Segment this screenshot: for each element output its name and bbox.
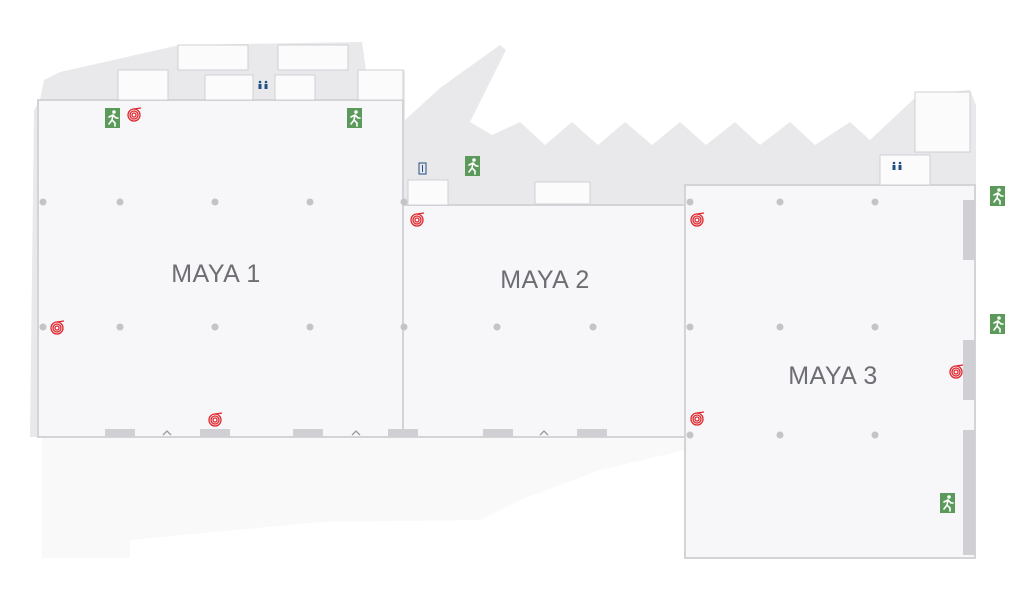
emergency-exit-icon [465, 156, 480, 176]
restroom-icon [258, 80, 268, 89]
column-icon [400, 198, 408, 206]
column-icon [871, 323, 879, 331]
column-icon [211, 323, 219, 331]
service-area-north [40, 42, 976, 205]
column-icon [493, 323, 501, 331]
chevron-up-icon [539, 430, 549, 436]
fire-hose-reel-icon [949, 364, 964, 379]
column-icon [776, 198, 784, 206]
emergency-exit-icon [940, 493, 955, 513]
hall-label-maya-2: MAYA 2 [500, 266, 590, 294]
column-icon [211, 198, 219, 206]
hall-label-maya-1: MAYA 1 [171, 260, 261, 288]
column-icon [116, 323, 124, 331]
fire-hose-reel-icon [690, 212, 705, 227]
column-icon [116, 198, 124, 206]
fire-hose-reel-icon [50, 320, 65, 335]
foyer [42, 437, 685, 558]
hall-maya-1[interactable] [37, 99, 404, 438]
fire-hose-reel-icon [127, 107, 142, 122]
hall-label-maya-3: MAYA 3 [788, 362, 878, 390]
column-icon [871, 198, 879, 206]
column-icon [306, 198, 314, 206]
fire-hose-reel-icon [410, 212, 425, 227]
column-icon [776, 323, 784, 331]
column-icon [39, 198, 47, 206]
emergency-exit-icon [990, 186, 1005, 206]
column-icon [776, 431, 784, 439]
emergency-exit-icon [347, 108, 362, 128]
column-icon [306, 323, 314, 331]
column-icon [39, 323, 47, 331]
hall-maya-2[interactable] [402, 204, 686, 438]
north-service-rooms [117, 44, 971, 206]
fire-hose-reel-icon [690, 411, 705, 426]
symbols [50, 80, 1005, 513]
restroom-icon [892, 161, 902, 170]
chevron-up-icon [162, 430, 172, 436]
chevron-up-icon [351, 430, 361, 436]
column-icon [589, 323, 597, 331]
columns [39, 198, 879, 439]
emergency-exit-icon [105, 108, 120, 128]
column-icon [686, 431, 694, 439]
fire-hose-reel-icon [208, 412, 223, 427]
emergency-exit-icon [990, 314, 1005, 334]
hall-maya-3[interactable] [684, 184, 976, 559]
column-icon [686, 323, 694, 331]
column-icon [400, 323, 408, 331]
column-icon [686, 198, 694, 206]
wall-openings [105, 200, 975, 555]
column-icon [871, 431, 879, 439]
elevator-icon [418, 162, 427, 175]
chevrons [162, 430, 549, 436]
